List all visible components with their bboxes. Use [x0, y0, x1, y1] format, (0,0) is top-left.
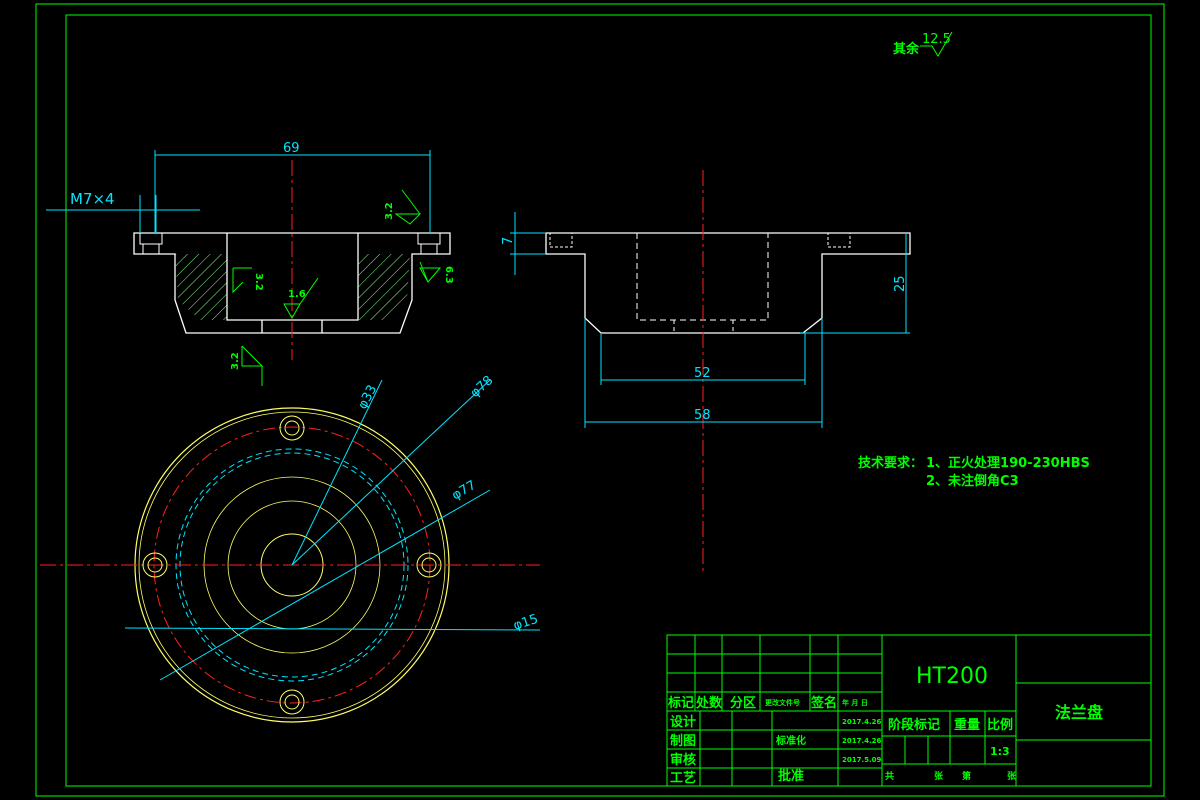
inner-frame — [65, 14, 1152, 787]
surface-note-value: 12.5 — [922, 32, 951, 47]
dim-25-text: 25 — [893, 275, 908, 292]
title-block — [666, 634, 1152, 787]
standardize: 标准化 — [775, 734, 806, 747]
roughness-symbol-icon — [283, 277, 319, 320]
dim-52-text: 52 — [694, 366, 711, 381]
side-outline — [545, 232, 911, 334]
row-design: 设计 — [670, 714, 696, 730]
dim-69-text: 69 — [283, 141, 300, 156]
dim-d77: φ77 — [450, 478, 479, 504]
col-date: 年 月 日 — [842, 698, 868, 707]
date-3: 2017.5.09 — [842, 756, 882, 764]
roughness-symbol-icon — [394, 189, 422, 225]
approve: 批准 — [778, 768, 804, 784]
col-doc: 更改文件号 — [765, 698, 800, 707]
dim-7-text: 7 — [501, 237, 516, 245]
row-draw: 制图 — [670, 733, 696, 749]
tech-requirements: 技术要求： 1、正火处理190-230HBS 2、未注倒角C3 — [858, 455, 1090, 489]
rough-3: 1.6 — [288, 289, 306, 300]
plan-view: φ33 φ78 φ77 φ15 — [40, 373, 541, 723]
sheets-label: 张 — [934, 770, 944, 782]
scale-value: 1:3 — [990, 745, 1010, 758]
rough-1: 3.2 — [384, 202, 395, 220]
title-block-text: HT200 法兰盘 标记 处数 分区 更改文件号 签名 年 月 日 设计 制图 … — [667, 664, 1103, 786]
rough-4: 6.3 — [443, 266, 454, 284]
date-1: 2017.4.26 — [842, 718, 882, 726]
dim-58-text: 58 — [694, 408, 711, 423]
tech-item-2: 2、未注倒角C3 — [926, 473, 1019, 489]
part-name: 法兰盘 — [1055, 703, 1103, 722]
roughness-symbol-icon — [241, 345, 264, 386]
tech-heading: 技术要求： — [858, 455, 923, 471]
sheet-label: 张 — [1007, 770, 1017, 782]
stage-label: 阶段标记 — [888, 717, 940, 733]
row-process: 工艺 — [670, 770, 696, 786]
rough-2: 3.2 — [253, 273, 264, 291]
col-sign: 签名 — [810, 695, 837, 711]
scale-label: 比例 — [987, 717, 1013, 733]
weight-label: 重量 — [954, 717, 980, 733]
roughness-symbol-icon — [419, 261, 442, 283]
row-review: 审核 — [670, 752, 696, 768]
col-mark: 标记 — [667, 695, 694, 711]
col-count: 处数 — [695, 695, 723, 711]
total-label: 共 — [885, 770, 894, 782]
col-zone: 分区 — [730, 695, 756, 711]
outer-frame — [35, 3, 1165, 797]
side-view: 7 25 52 58 — [501, 170, 911, 575]
section-outline — [133, 232, 451, 334]
material: HT200 — [916, 664, 988, 689]
date-2: 2017.4.26 — [842, 737, 882, 745]
tech-item-1: 1、正火处理190-230HBS — [926, 455, 1090, 471]
roughness-symbol-icon — [232, 267, 252, 294]
dim-d15: φ15 — [512, 612, 541, 634]
roughness-symbol-icon — [920, 31, 953, 57]
thread-label: M7×4 — [70, 190, 115, 208]
dim-d33: φ33 — [355, 383, 380, 412]
surface-note-prefix: 其余 — [893, 41, 920, 57]
section-view: 69 M7×4 3.2 3.2 1.6 6.3 3.2 — [46, 141, 454, 386]
page-label: 第 — [962, 770, 971, 782]
surface-note: 其余 12.5 — [893, 31, 953, 57]
rough-5: 3.2 — [230, 352, 241, 370]
